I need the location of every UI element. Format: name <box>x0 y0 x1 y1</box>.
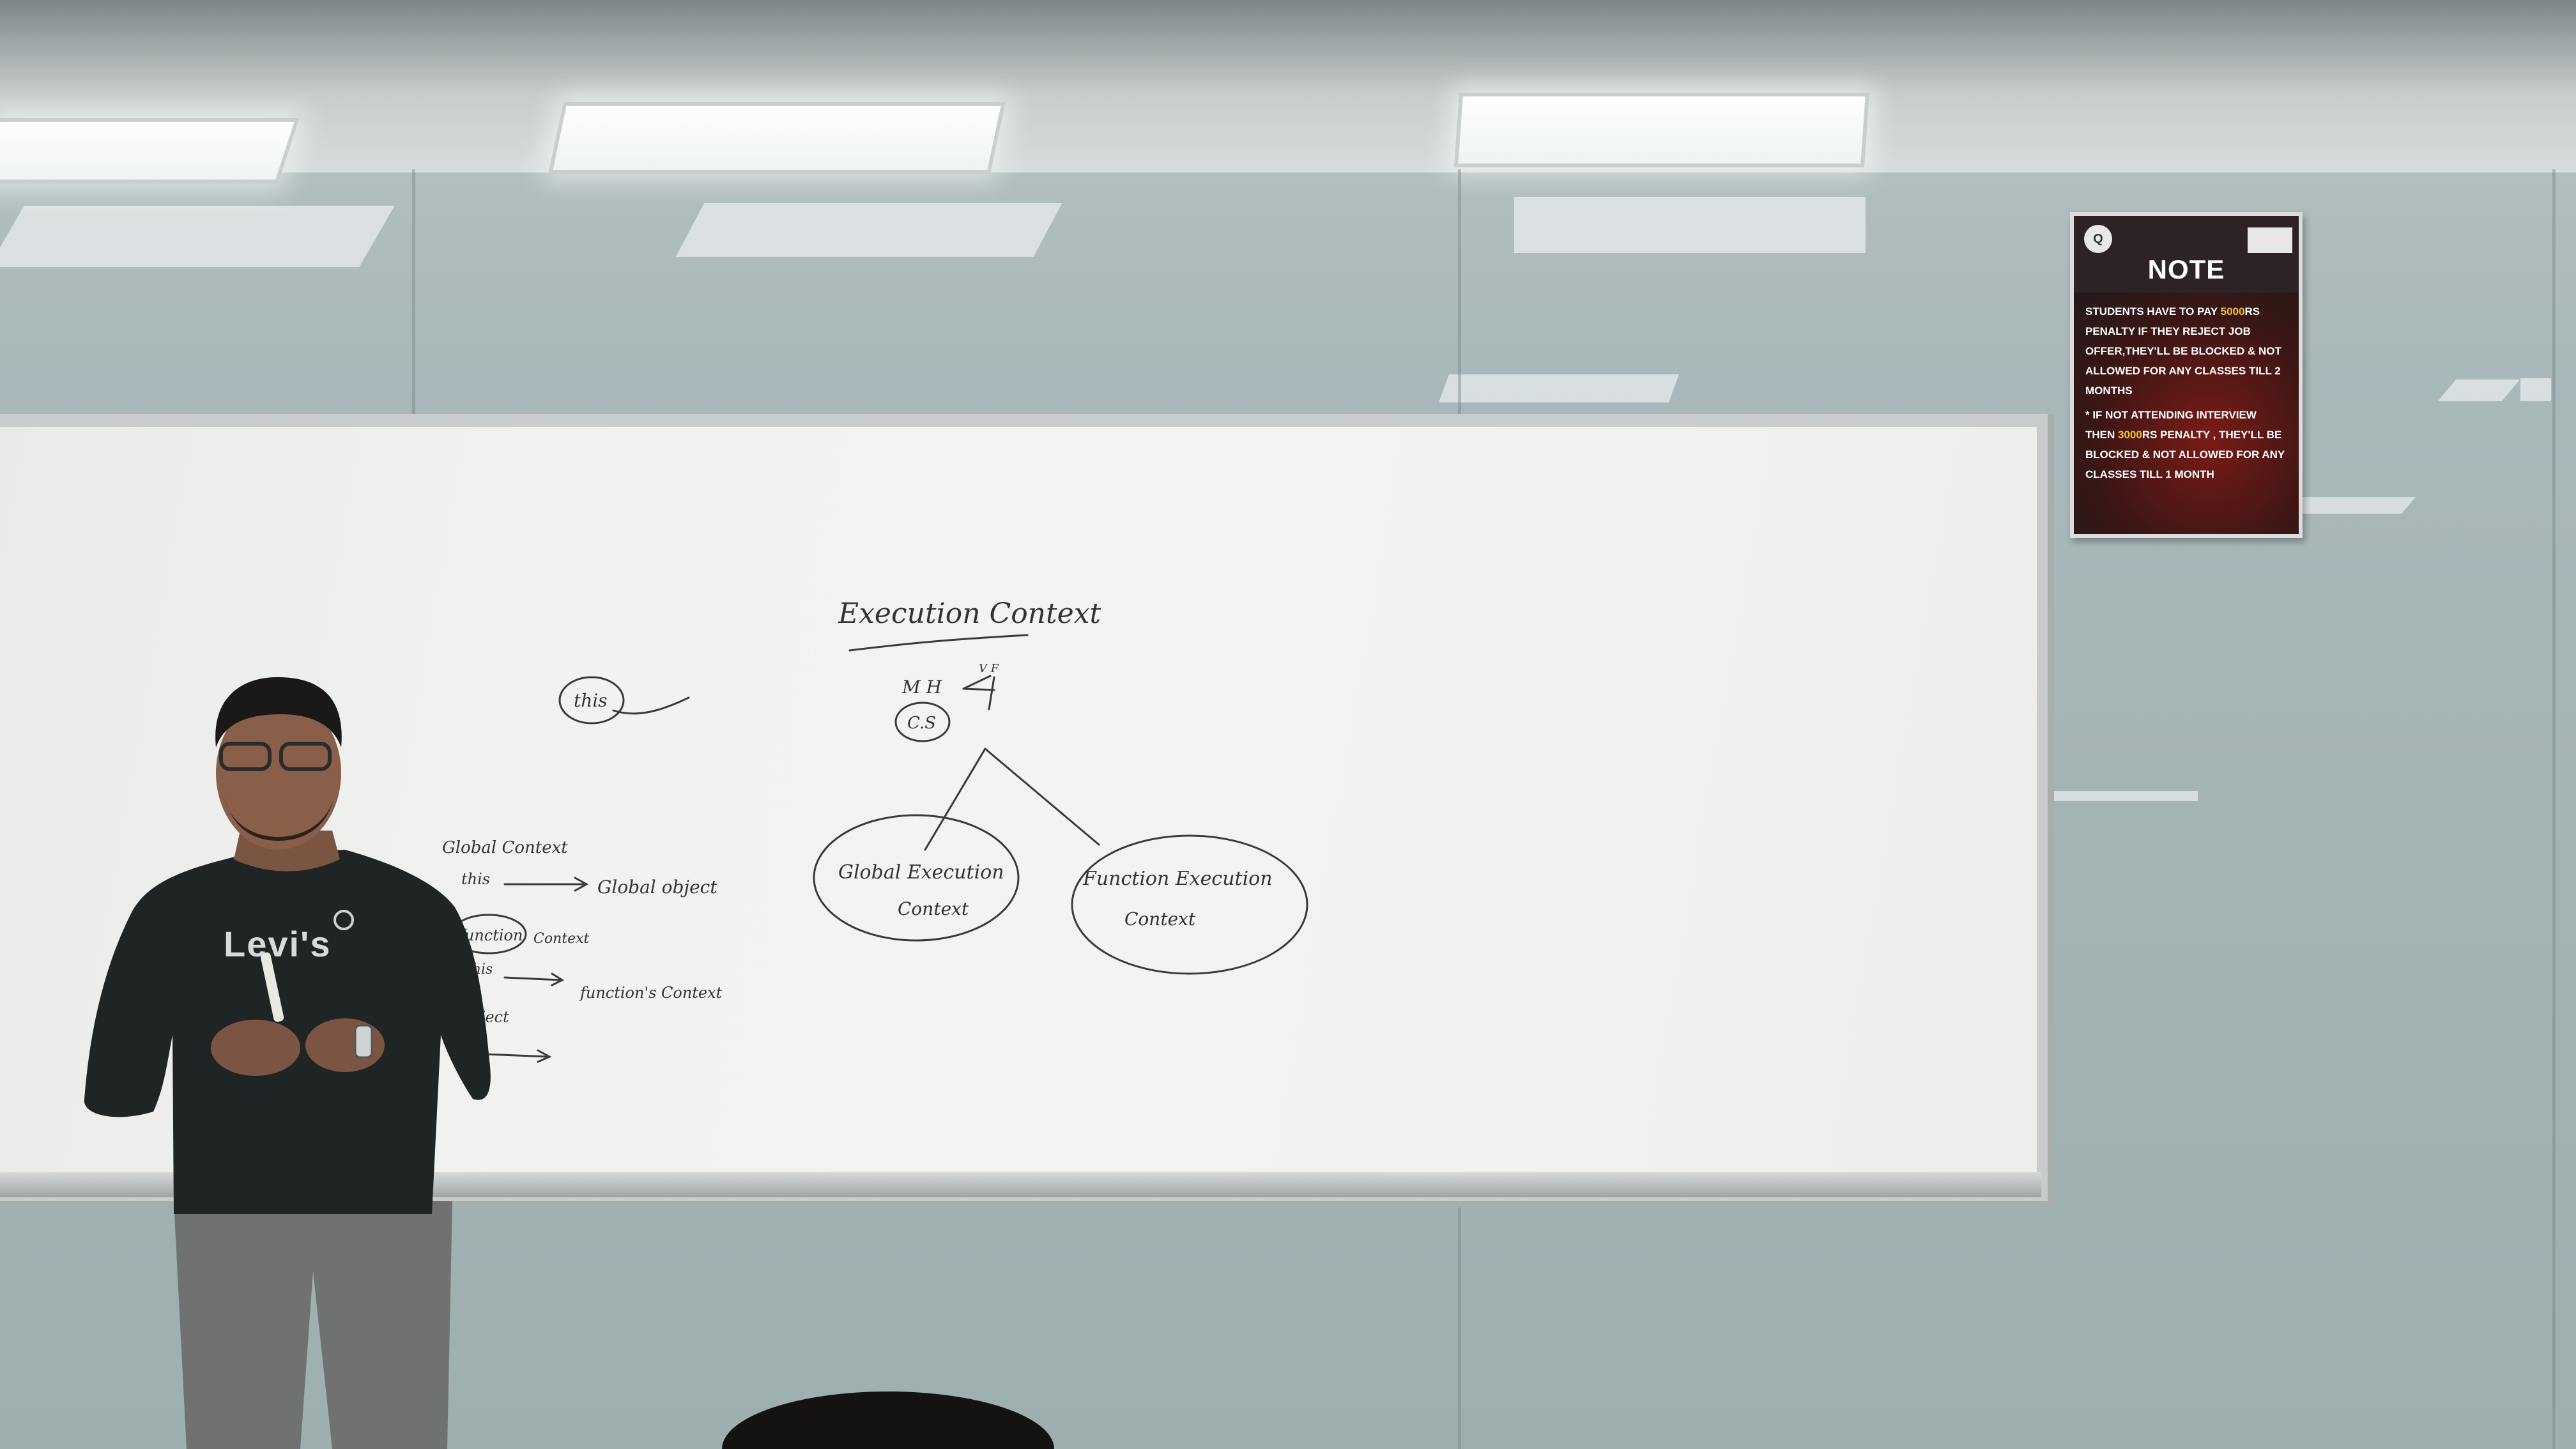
arrow-global-object <box>503 877 589 892</box>
poster-notice-2: * IF NOT ATTENDING INTERVIEW THEN 3000Rs… <box>2085 405 2288 484</box>
arrow-bottom <box>484 1049 552 1063</box>
poster-line1-rest: IF THEY REJECT JOB OFFER,THEY'LL BE BLOC… <box>2085 325 2281 397</box>
marker-icon <box>260 952 284 1022</box>
tree-line-right <box>984 747 1100 846</box>
board-memo-sup: V F <box>979 662 1000 675</box>
note-global-context: Global Context <box>442 838 568 857</box>
registered-mark-icon <box>334 910 354 930</box>
glasses-icon <box>219 742 272 771</box>
this-circle <box>558 676 625 724</box>
wristwatch-icon <box>354 1024 373 1059</box>
tree-line-left <box>924 747 986 851</box>
poster-line2-pre: * IF NOT ATTENDING INTERVIEW THEN <box>2085 409 2257 441</box>
board-memo: M H <box>901 677 942 698</box>
global-context-circle <box>813 814 1020 942</box>
shirt-logo: Levi's <box>224 924 332 964</box>
instructor-hair <box>215 677 342 747</box>
wall-reflection-8 <box>2048 791 2198 801</box>
poster-title: NOTE <box>2147 254 2225 284</box>
glass-seam-3 <box>2552 169 2556 1449</box>
board-this: this <box>574 690 608 711</box>
poster-line1-amount: 5000 <box>2220 305 2245 318</box>
function-circle-line2: Context <box>1124 908 1196 930</box>
poster-line2-amount: 3000 <box>2118 429 2142 441</box>
note-context: Context <box>533 931 590 947</box>
board-heading: Execution Context <box>838 597 1101 630</box>
instructor-face <box>216 696 341 850</box>
student-hair <box>722 1392 1054 1449</box>
poster-notice-1: STUDENTS HAVE TO PAY 5000Rs PENALTY IF T… <box>2085 302 2288 401</box>
poster-line1-pre: STUDENTS HAVE TO PAY <box>2085 305 2221 318</box>
arrow-function-context <box>503 972 565 986</box>
memo-arrows <box>962 675 995 710</box>
wall-reflection-6 <box>2520 378 2551 401</box>
note-function-context: function's Context <box>579 984 723 1002</box>
function-context-circle <box>1071 834 1308 975</box>
wall-reflection-3 <box>1514 197 1866 253</box>
note-this-1: this <box>461 870 490 888</box>
poster-body <box>2074 293 2299 534</box>
board-cs: C.S <box>907 714 936 733</box>
ceiling <box>0 0 2576 172</box>
global-circle-line2: Context <box>898 898 969 919</box>
cs-circle <box>894 702 951 742</box>
instructor-pants <box>174 1201 452 1449</box>
notice-poster: Q NOTE STUDENTS HAVE TO PAY 5000Rs PENAL… <box>2070 212 2303 538</box>
glass-seam-1 <box>412 169 415 425</box>
poster-logo: Q <box>2084 225 2112 253</box>
note-global-object: Global object <box>597 877 717 898</box>
heading-underline <box>848 634 1029 652</box>
function-circle-line1: Function Execution <box>1082 868 1273 890</box>
poster-header: Q NOTE <box>2074 216 2299 293</box>
instructor-left-hand <box>211 1020 300 1076</box>
poster-tag <box>2248 227 2292 253</box>
poster-line2-post: Rs PENALTY , THEY'LL BE BLOCKED & NOT AL… <box>2085 429 2285 480</box>
poster-line1-post: Rs PENALTY <box>2085 305 2260 337</box>
this-arrow <box>612 696 690 715</box>
global-circle-line1: Global Execution <box>838 861 1004 884</box>
glasses-right-lens <box>279 742 332 771</box>
